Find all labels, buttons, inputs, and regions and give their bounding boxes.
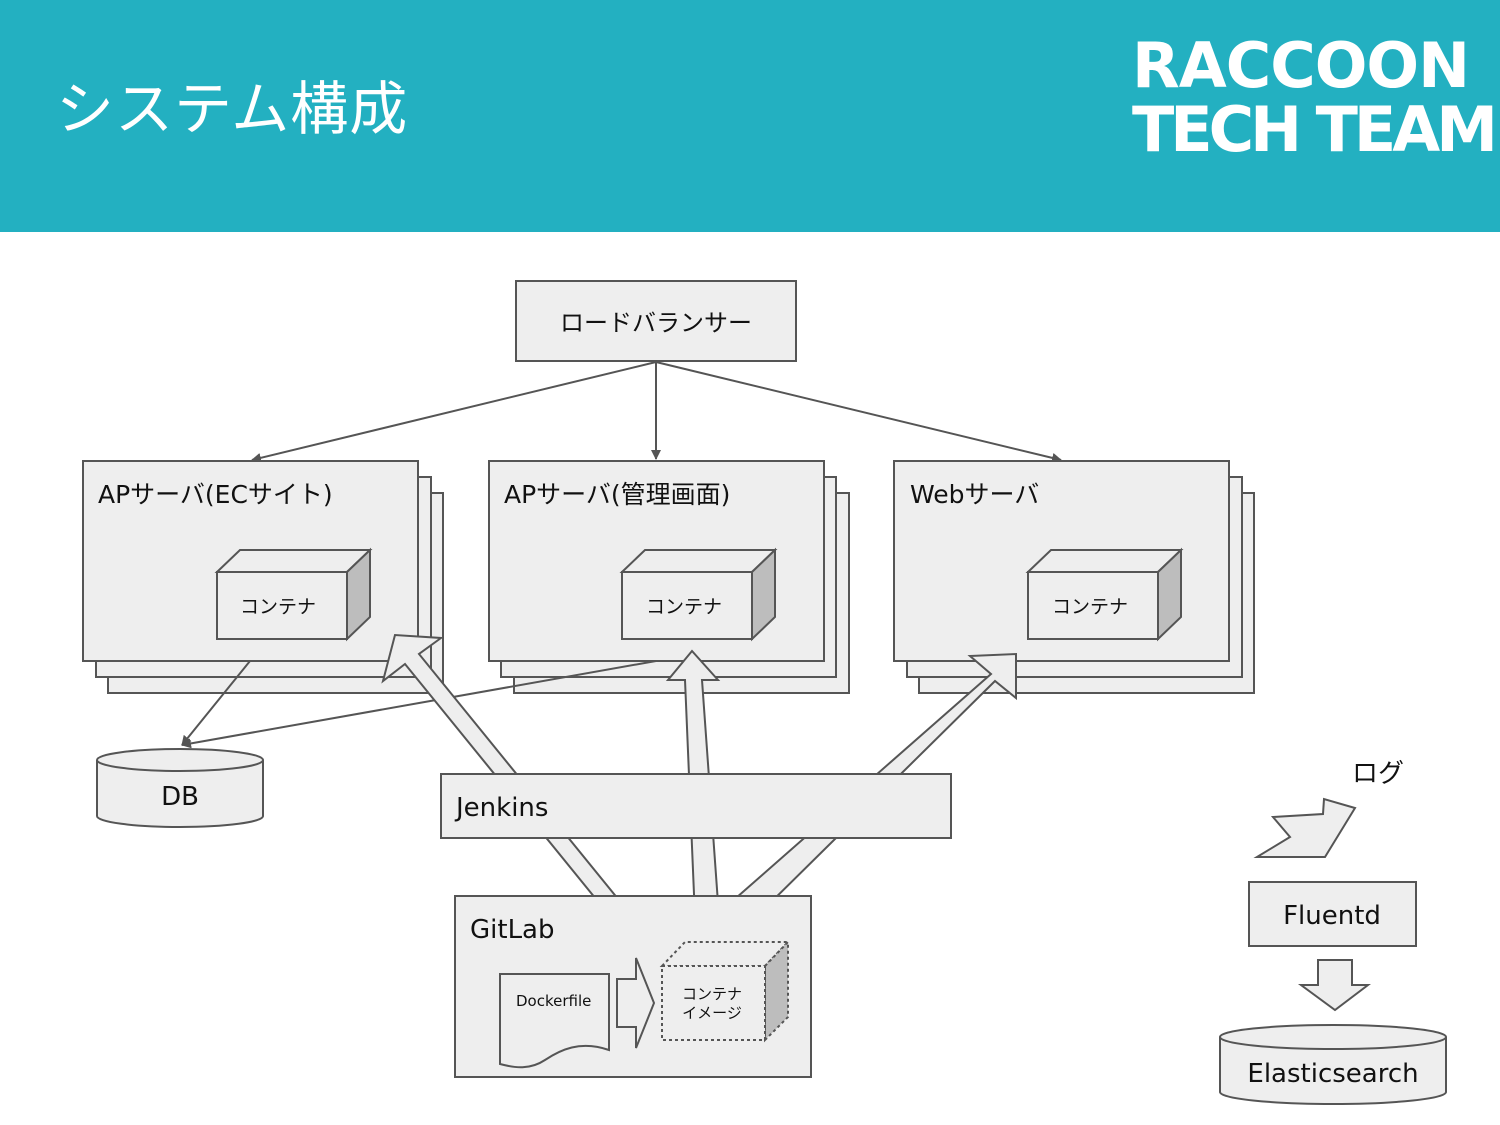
raccoon-tech-team-logo: RACCOON TECH TEAM — [1132, 29, 1498, 166]
load-balancer-arrows — [251, 361, 1062, 463]
logo-line-1: RACCOON — [1132, 29, 1470, 102]
slide-title: システム構成 — [56, 75, 409, 143]
container-label: コンテナ — [1052, 596, 1128, 618]
web-server-label: Webサーバ — [910, 480, 1039, 509]
build-arrow — [616, 957, 656, 1049]
web-server-stack: Webサーバ コンテナ — [893, 460, 1255, 694]
db-cylinder: DB — [96, 748, 264, 828]
load-balancer-label: ロードバランサー — [560, 309, 752, 337]
fluentd-to-elasticsearch-arrow — [1297, 959, 1371, 1012]
fluentd-box: Fluentd — [1248, 881, 1417, 947]
ec-to-db-arrow — [181, 660, 251, 746]
log-label: ログ — [1352, 759, 1404, 789]
container-label: コンテナ — [646, 596, 722, 618]
db-connection-arrows — [181, 660, 657, 749]
container-image-label-line-1: コンテナ — [682, 985, 742, 1003]
container-label: コンテナ — [240, 596, 316, 618]
elasticsearch-label: Elasticsearch — [1247, 1059, 1418, 1089]
db-label: DB — [161, 782, 199, 812]
container-cube: コンテナ — [1025, 547, 1184, 642]
fluentd-label: Fluentd — [1283, 901, 1381, 931]
lb-to-ec-arrow — [251, 361, 657, 463]
dockerfile-document: Dockerfile — [499, 973, 610, 1069]
ap-server-admin-label: APサーバ(管理画面) — [504, 480, 730, 509]
admin-to-db-arrow — [181, 660, 657, 749]
load-balancer-box: ロードバランサー — [515, 280, 797, 362]
jenkins-label: Jenkins — [454, 793, 548, 823]
dockerfile-label: Dockerfile — [516, 992, 591, 1010]
container-cube: コンテナ — [619, 547, 778, 642]
ap-server-ec-stack: APサーバ(ECサイト) コンテナ — [82, 460, 444, 694]
gitlab-box: GitLab Dockerfile コンテナ イメージ — [454, 895, 812, 1078]
ap-server-admin-stack: APサーバ(管理画面) コンテナ — [488, 460, 850, 694]
header-bar: システム構成 RACCOON TECH TEAM — [0, 0, 1500, 232]
container-image-cube: コンテナ イメージ — [659, 939, 791, 1043]
gitlab-label: GitLab — [470, 915, 555, 945]
container-cube: コンテナ — [214, 547, 373, 642]
ap-server-ec-label: APサーバ(ECサイト) — [98, 480, 333, 509]
elasticsearch-cylinder: Elasticsearch — [1219, 1024, 1447, 1105]
lb-to-web-arrow — [655, 361, 1062, 463]
log-arrow — [1253, 797, 1357, 858]
logo-line-2: TECH TEAM — [1132, 93, 1498, 166]
jenkins-box: Jenkins — [440, 773, 952, 839]
container-image-label-line-2: イメージ — [682, 1004, 742, 1022]
